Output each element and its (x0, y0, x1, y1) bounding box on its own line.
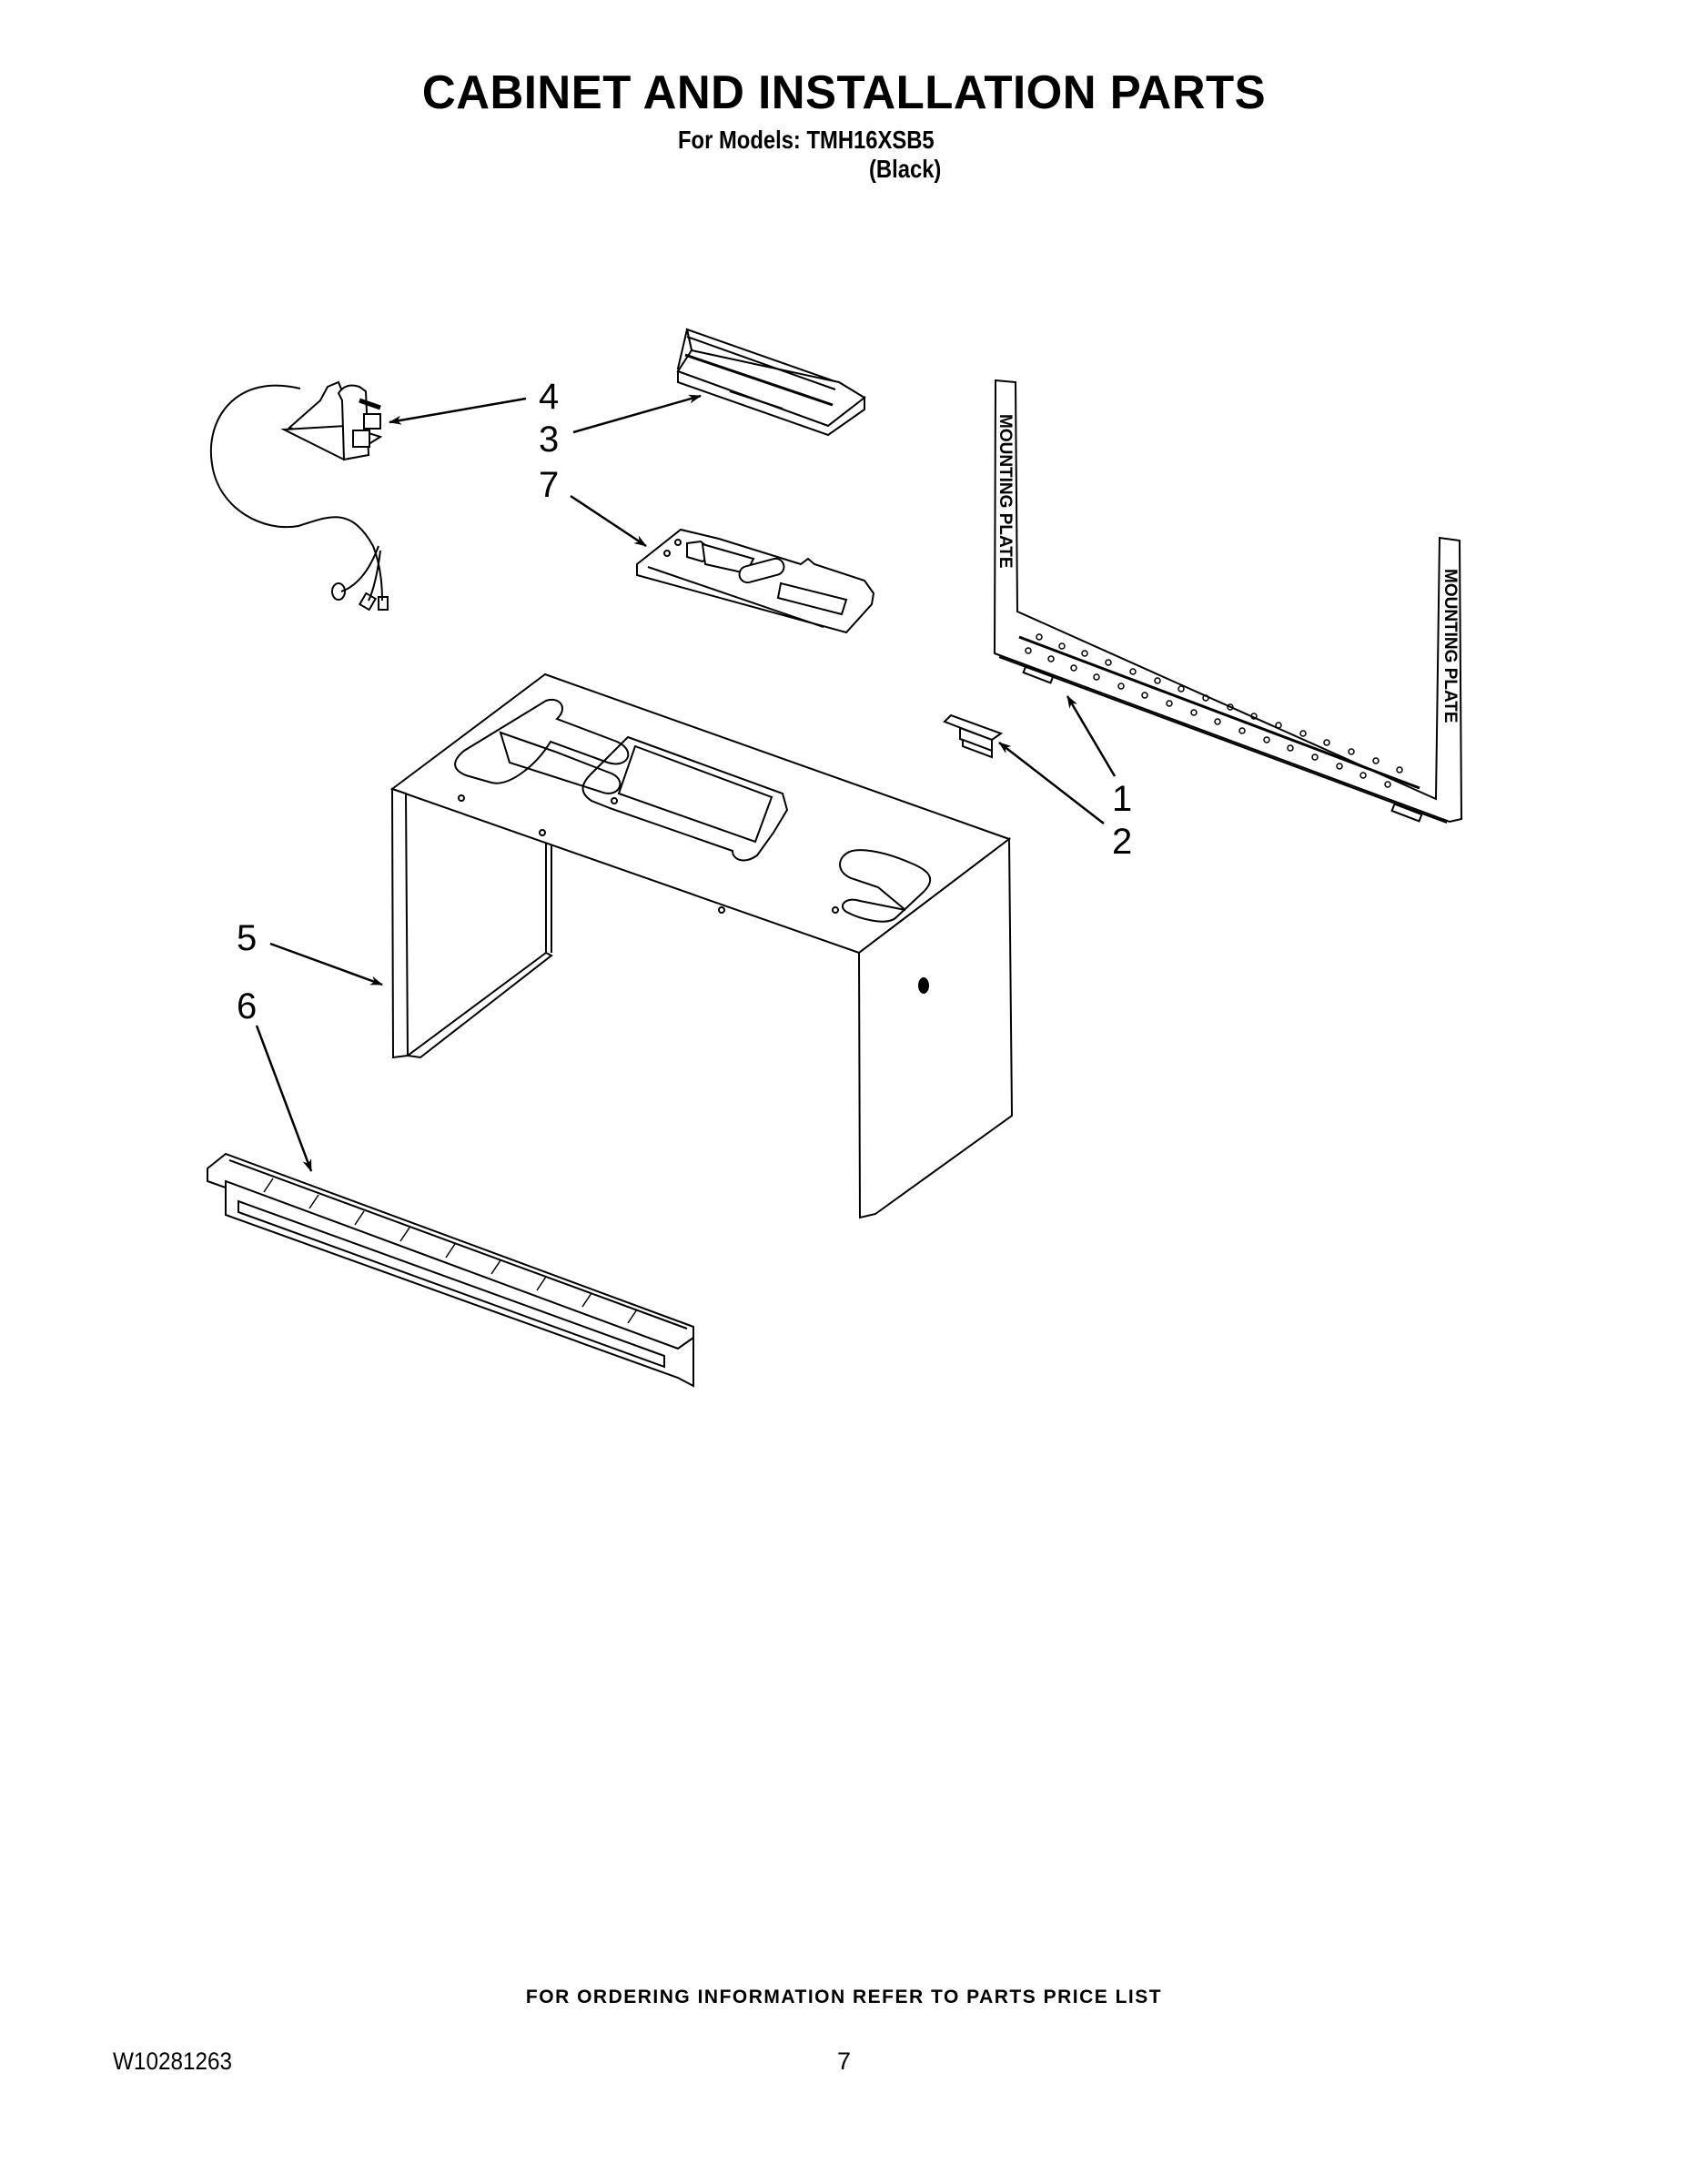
models-line: For Models: TMH16XSB5 (678, 126, 935, 154)
callout-2: 2 (1112, 822, 1132, 862)
cabinet-part (389, 672, 1014, 1219)
page-number: 7 (837, 2048, 852, 2075)
callout-5: 5 (237, 918, 257, 958)
arrow-5 (269, 942, 383, 986)
document-number: W10281263 (113, 2048, 233, 2075)
bracket-part (943, 713, 1004, 759)
mounting-plate-label-right: MOUNTING PLATE (1440, 569, 1460, 723)
ordering-note-text: FOR ORDERING INFORMATION REFER TO PARTS … (525, 1987, 1163, 2007)
top-duct-part (676, 328, 866, 437)
bottom-grille-part (207, 1152, 694, 1388)
callout-3: 3 (539, 420, 559, 460)
mounting-plate-part (993, 379, 1463, 824)
callout-1: 1 (1112, 779, 1132, 819)
leader-arrows (255, 394, 1117, 1172)
top-plate-part (636, 528, 875, 634)
arrow-4 (389, 397, 527, 425)
callout-7: 7 (539, 465, 559, 505)
callout-4: 4 (539, 377, 559, 417)
arrow-6 (255, 1025, 313, 1172)
arrow-1 (1066, 695, 1117, 777)
arrow-3 (572, 394, 702, 434)
ordering-note: FOR ORDERING INFORMATION REFER TO PARTS … (0, 1987, 1688, 2008)
arrow-7 (570, 494, 647, 548)
power-cord-part (209, 380, 389, 612)
mounting-plate-label-left: MOUNTING PLATE (996, 414, 1015, 569)
color-variant: (Black) (869, 155, 942, 183)
page-title: CABINET AND INSTALLATION PARTS (421, 66, 1267, 119)
callout-6: 6 (237, 986, 257, 1026)
arrow-2 (998, 742, 1105, 824)
